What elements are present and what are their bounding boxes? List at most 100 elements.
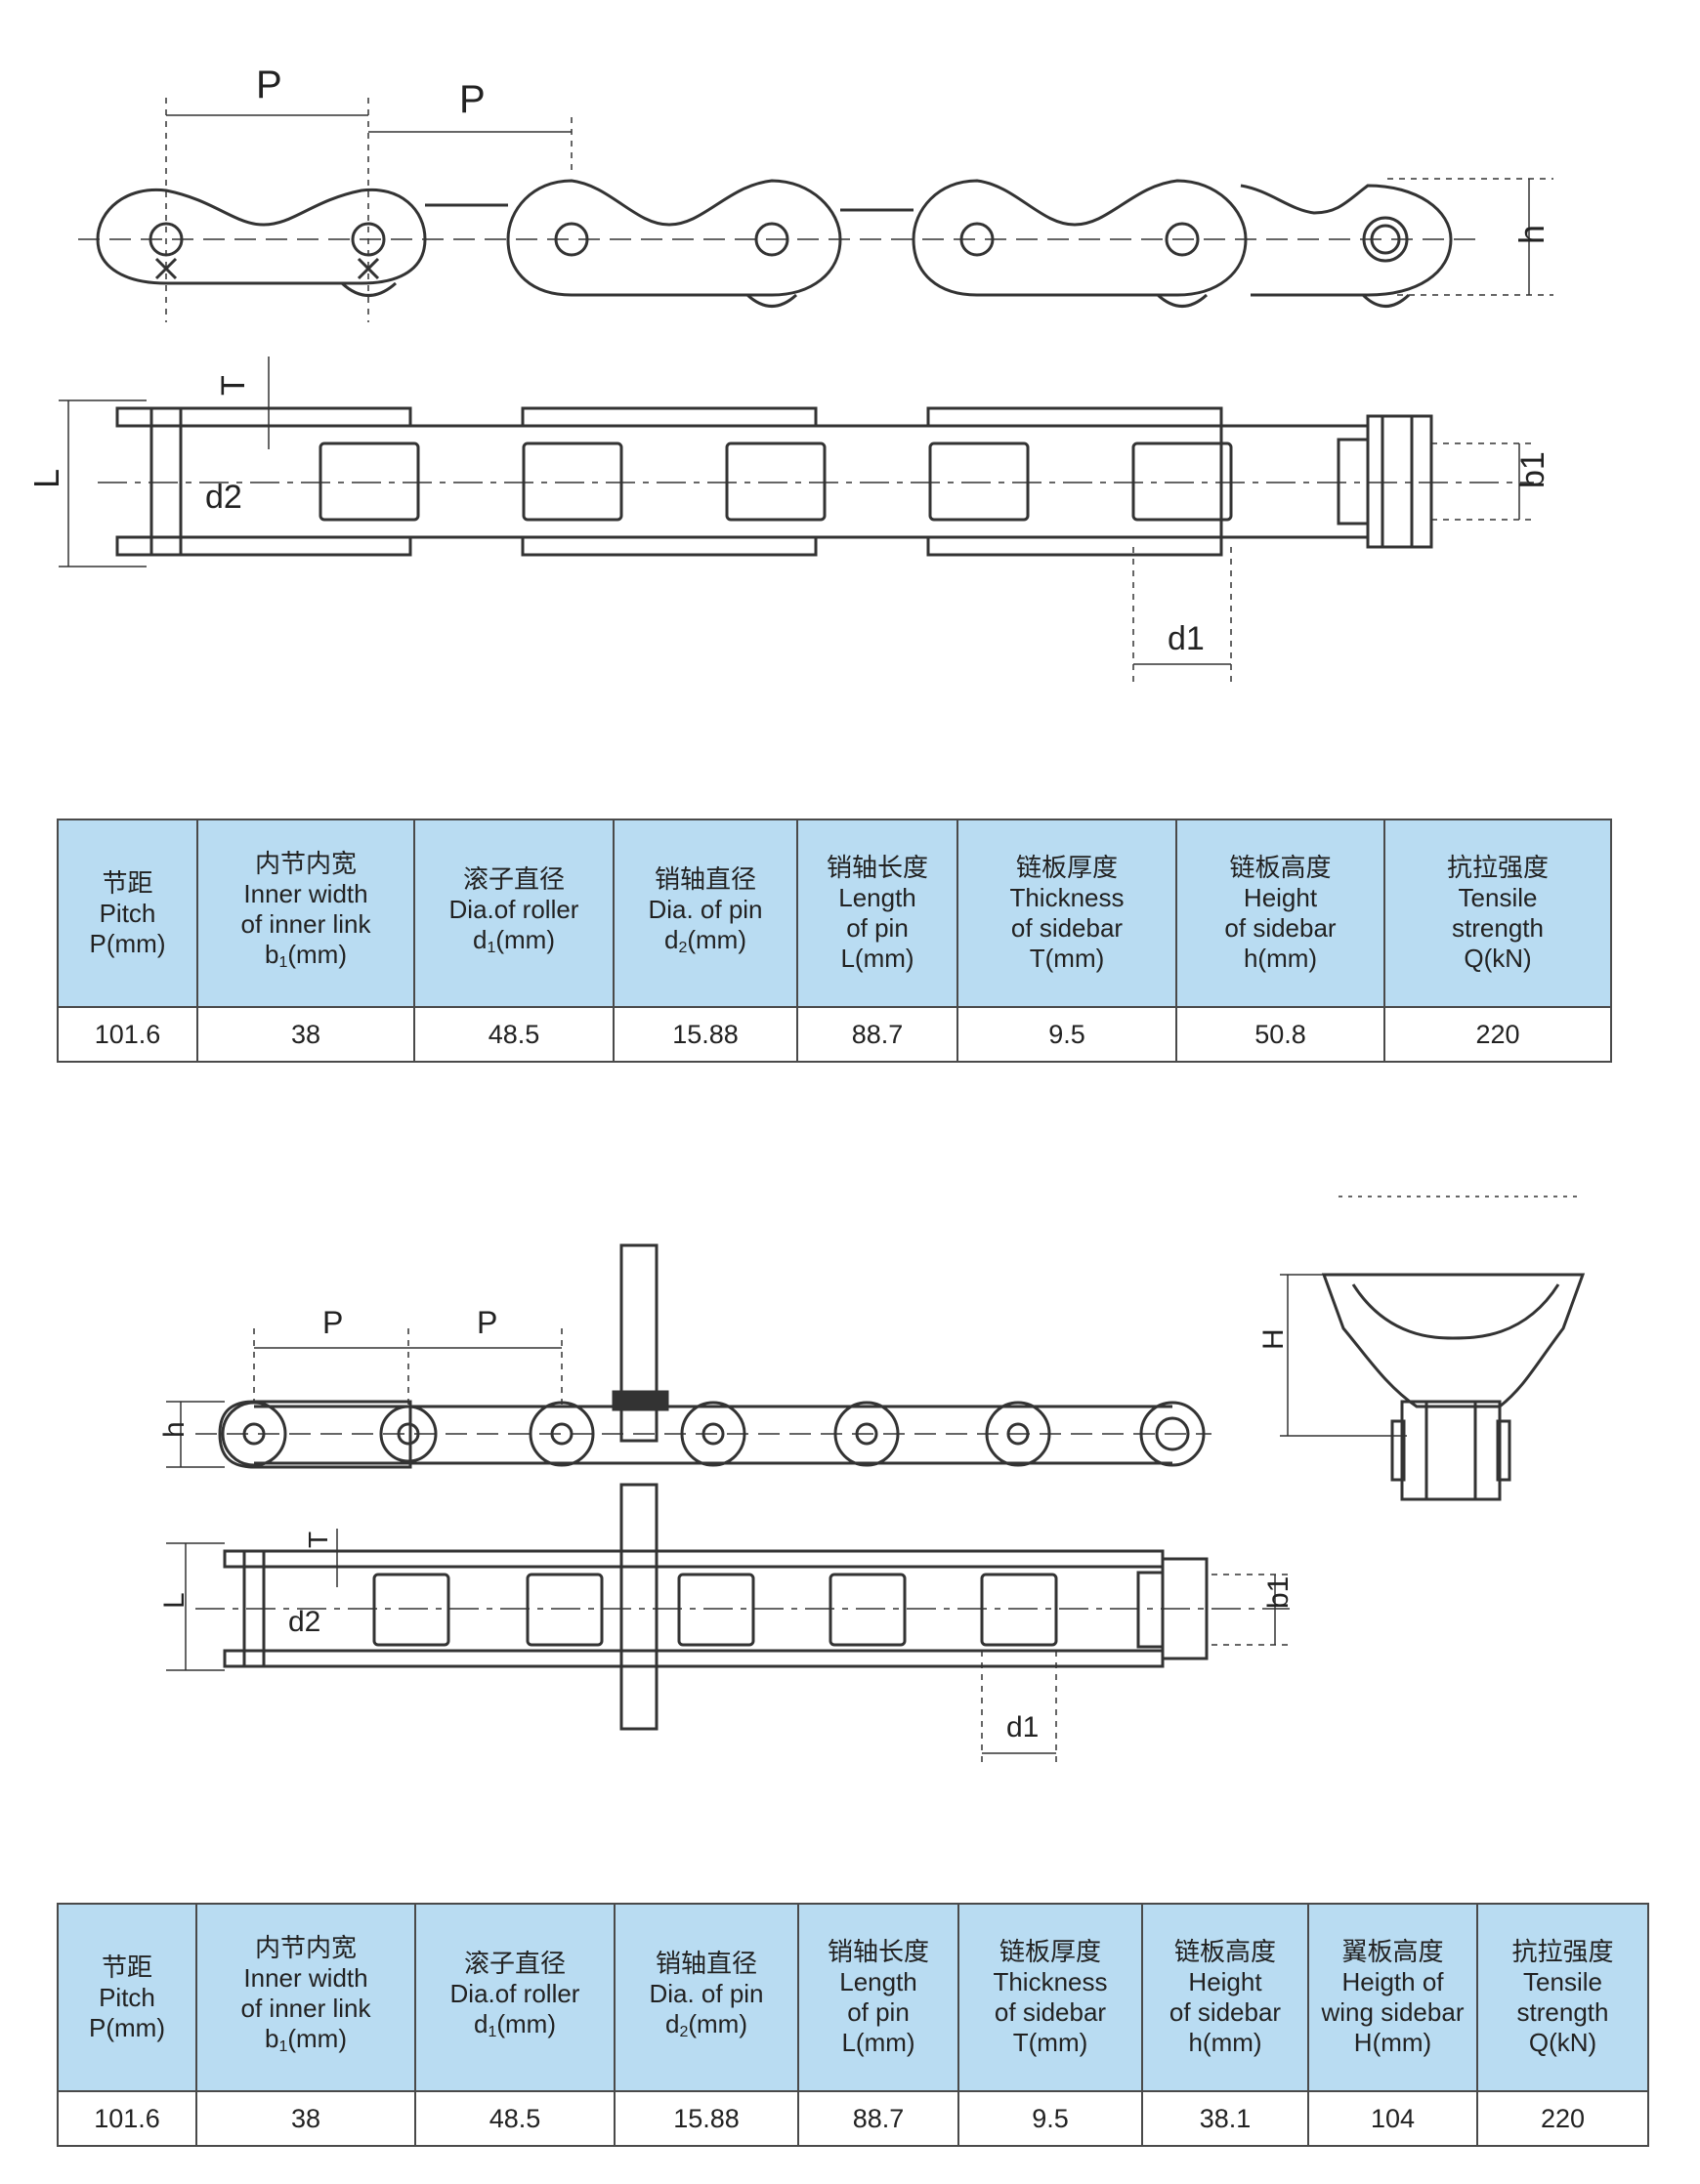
table-cell: 9.5: [956, 1006, 1177, 1063]
table-cell: 9.5: [957, 2090, 1143, 2147]
header-symbol: h(mm): [1179, 944, 1381, 974]
side-link-w1: [218, 1400, 412, 1469]
pin-dia-label-d2-w: d2: [288, 1606, 320, 1638]
header-symbol: b1(mm): [199, 2024, 412, 2062]
side-link-3: [912, 179, 1248, 297]
header-symbol: d1(mm): [417, 925, 611, 963]
header-label-cn: 抗拉强度: [1511, 1937, 1614, 1966]
symbol-letter: T: [1012, 2028, 1029, 2057]
header-label-cn: 销轴长度: [827, 1937, 929, 1966]
header-label-en: Dia.of roller: [448, 894, 579, 924]
symbol-unit: (mm): [495, 924, 555, 954]
symbol-unit: (mm): [688, 2008, 747, 2038]
header-label-en: Inner width: [243, 879, 368, 908]
header-label-en: Thickness: [1009, 883, 1125, 912]
side-link-4: [1240, 184, 1453, 297]
header-symbol: d1(mm): [418, 2009, 612, 2047]
thickness-label-t: T: [215, 375, 252, 396]
header-label-en: Tensile: [1523, 1967, 1602, 1996]
symbol-letter: Q: [1528, 2028, 1550, 2057]
header-label-cn: 滚子直径: [463, 1948, 566, 1978]
symbol-unit: (mm): [1028, 2028, 1088, 2057]
header-label-en: of sidebar: [1224, 913, 1337, 943]
symbol-unit: (mm): [496, 2008, 556, 2038]
header-label-en: Inner width: [243, 1963, 368, 1993]
height-label-h-w: h: [158, 1421, 191, 1438]
header-symbol: T(mm): [961, 2028, 1139, 2058]
header-symbol: b1(mm): [200, 940, 411, 978]
symbol-unit: (mm): [1372, 2028, 1432, 2057]
symbol-unit: (mm): [1202, 2028, 1262, 2057]
header-label-cn: 节距: [102, 867, 153, 898]
symbol-unit: (kN): [1483, 944, 1532, 973]
pitch-label-p-w1: P: [322, 1305, 343, 1340]
symbol-unit: (mm): [687, 924, 746, 954]
wing-height-label-h: H: [1257, 1328, 1290, 1350]
chain-drawing-2-svg: P P h T L d2 b1 d1 H: [158, 1196, 1586, 1768]
symbol-letter: b: [264, 2024, 279, 2053]
roller-dia-label-d1: d1: [1168, 620, 1205, 657]
symbol-subscript: 1: [488, 2023, 497, 2040]
header-label-en: Height: [1243, 883, 1318, 912]
header-label-en: of pin: [846, 913, 909, 943]
table-cell: 38: [195, 2090, 416, 2147]
header-label-en: strength: [1452, 913, 1544, 943]
header-label-en: of inner link: [240, 909, 371, 939]
table-cell: 50.8: [1175, 1006, 1385, 1063]
header-label-en: of inner link: [240, 1994, 371, 2023]
symbol-unit: (mm): [106, 928, 166, 958]
table-cell: 15.88: [613, 1006, 798, 1063]
inner-width-label-b1: b1: [1514, 451, 1551, 488]
header-label-cn: 销轴直径: [654, 863, 756, 894]
length-label-l: L: [26, 469, 66, 488]
header-label-en: of pin: [847, 1997, 910, 2027]
symbol-unit: (mm): [287, 2024, 347, 2053]
chain-drawing-2: P P h T L d2 b1 d1 H: [0, 1182, 1700, 1768]
header-label-en: Dia. of pin: [648, 894, 763, 924]
header-symbol: P(mm): [61, 929, 194, 959]
header-symbol: d2(mm): [617, 2009, 795, 2047]
table-cell: 38: [196, 1006, 415, 1063]
header-symbol: Q(kN): [1480, 2028, 1645, 2058]
symbol-letter: L: [840, 944, 855, 973]
header-label-en: of sidebar: [1010, 913, 1124, 943]
header-symbol: d2(mm): [616, 925, 794, 963]
symbol-subscript: 1: [278, 2038, 288, 2055]
header-symbol: T(mm): [960, 944, 1173, 974]
pitch-label-p-2: P: [459, 78, 486, 121]
table-cell: 48.5: [413, 1006, 615, 1063]
header-symbol: P(mm): [61, 2013, 193, 2043]
table-cell: 88.7: [797, 2090, 959, 2147]
header-symbol: h(mm): [1145, 2028, 1305, 2058]
roller-dia-label-d1-w: d1: [1006, 1711, 1039, 1743]
header-label-en: Tensile: [1458, 883, 1538, 912]
header-label-en: Thickness: [993, 1967, 1108, 1996]
symbol-unit: (mm): [1044, 944, 1105, 973]
header-label-cn: 内节内宽: [254, 849, 357, 878]
symbol-letter: H: [1353, 2028, 1373, 2057]
side-link-2: [506, 179, 842, 297]
symbol-letter: h: [1188, 2028, 1203, 2057]
table-cell: 101.6: [57, 2090, 197, 2147]
symbol-subscript: 2: [679, 2023, 689, 2040]
symbol-unit: (mm): [854, 944, 914, 973]
header-label-cn: 内节内宽: [254, 1933, 357, 1962]
table-cell: 104: [1307, 2090, 1478, 2147]
header-label-cn: 翼板高度: [1341, 1937, 1444, 1966]
pitch-label-p-w2: P: [477, 1305, 497, 1340]
header-label-cn: 链板厚度: [999, 1937, 1101, 1966]
thickness-label-t-w: T: [303, 1532, 333, 1548]
header-label-cn: 链板高度: [1173, 1937, 1276, 1966]
